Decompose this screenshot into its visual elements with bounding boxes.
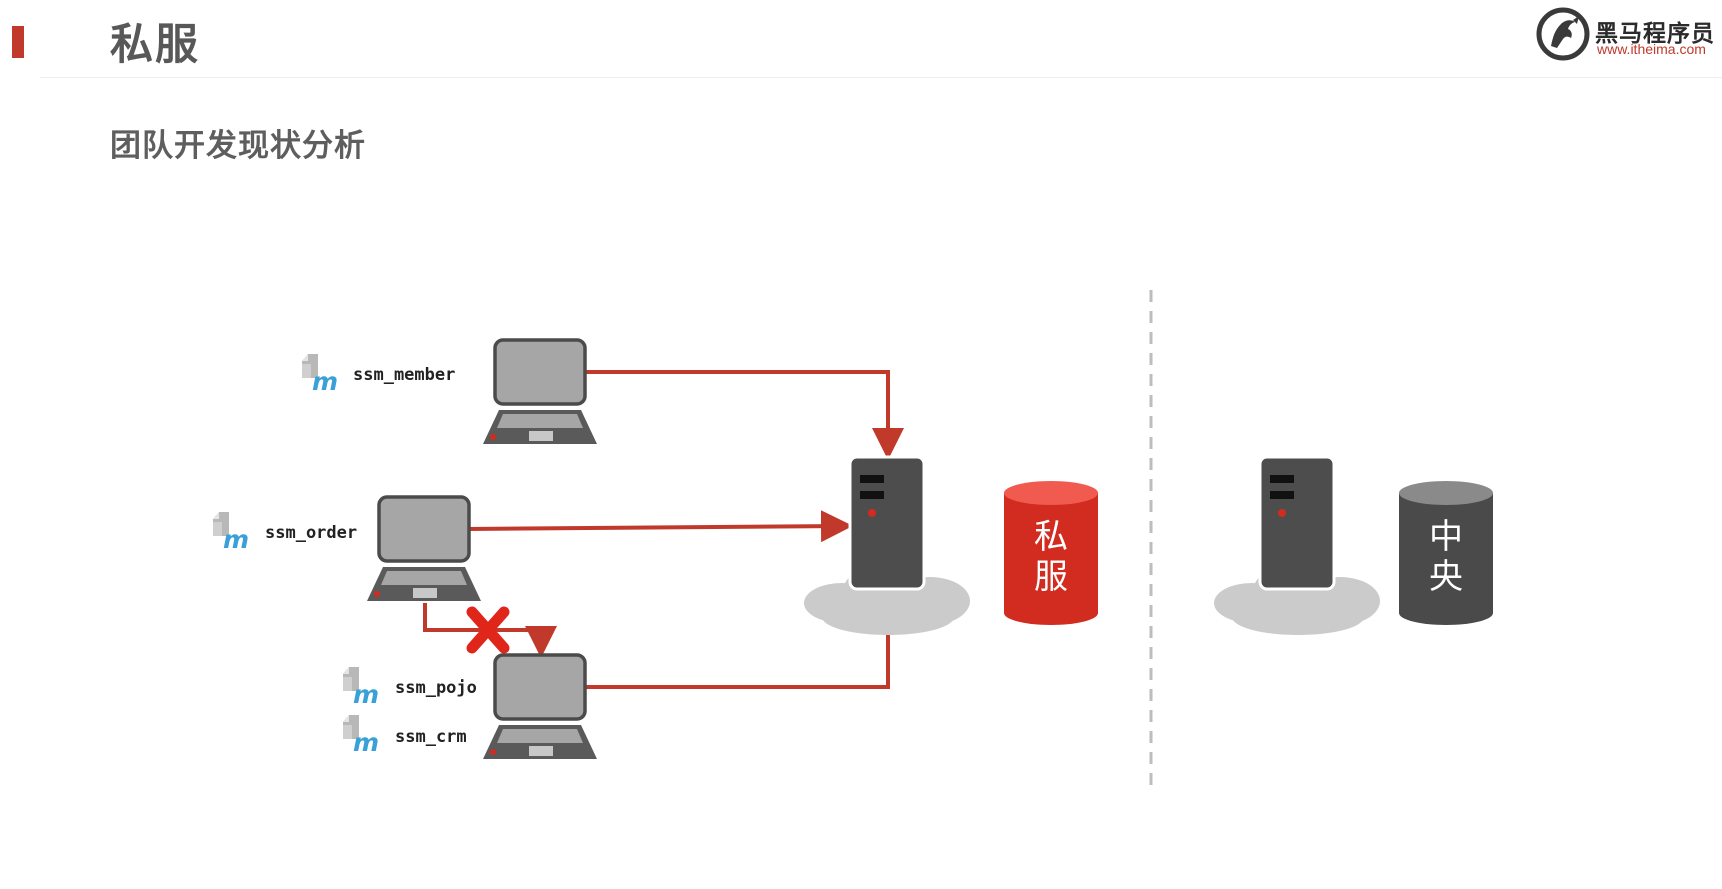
computer-icon-order — [365, 495, 483, 603]
maven-module-icon — [302, 354, 339, 396]
logo-website: www.itheima.com — [1597, 41, 1706, 57]
maven-module-icon — [213, 512, 250, 554]
database-icon-private: 私 服 — [1004, 481, 1098, 625]
central-repo-label-line2: 央 — [1429, 557, 1463, 597]
module-ssm-member: ssm_member — [302, 354, 455, 396]
module-ssm-order: ssm_order — [213, 512, 357, 554]
module-label-member: ssm_member — [353, 365, 455, 385]
database-icon-central: 中 央 — [1399, 481, 1493, 625]
module-label-pojo: ssm_pojo — [395, 678, 477, 698]
horse-logo-icon — [1536, 7, 1590, 61]
module-ssm-pojo: ssm_pojo — [343, 667, 477, 709]
central-repo-label-line1: 中 — [1429, 517, 1463, 557]
maven-module-icon — [343, 667, 380, 709]
blocked-x-icon — [466, 606, 510, 654]
arrow-member-to-private — [585, 370, 904, 460]
server-icon-private — [848, 455, 926, 591]
logo-brand-name: 黑马程序员 — [1595, 21, 1715, 47]
private-repo-label-line2: 服 — [1034, 557, 1068, 597]
header-divider — [40, 77, 1722, 78]
connectors — [423, 370, 904, 689]
page-title: 私服 — [110, 20, 200, 70]
arrow-order-to-private — [467, 510, 853, 543]
computer-icon-pojo — [481, 653, 599, 761]
module-label-crm: ssm_crm — [395, 727, 467, 747]
server-icon-central — [1258, 455, 1336, 591]
title-accent-bar — [12, 26, 24, 58]
brand-logo: 黑马程序员 www.itheima.com — [1535, 6, 1717, 62]
section-subtitle: 团队开发现状分析 — [110, 128, 366, 164]
computer-icon-member — [481, 338, 599, 446]
module-label-order: ssm_order — [265, 523, 357, 543]
private-repo-label-line1: 私 — [1034, 517, 1068, 557]
module-ssm-crm: ssm_crm — [343, 715, 467, 757]
maven-module-icon — [343, 715, 380, 757]
